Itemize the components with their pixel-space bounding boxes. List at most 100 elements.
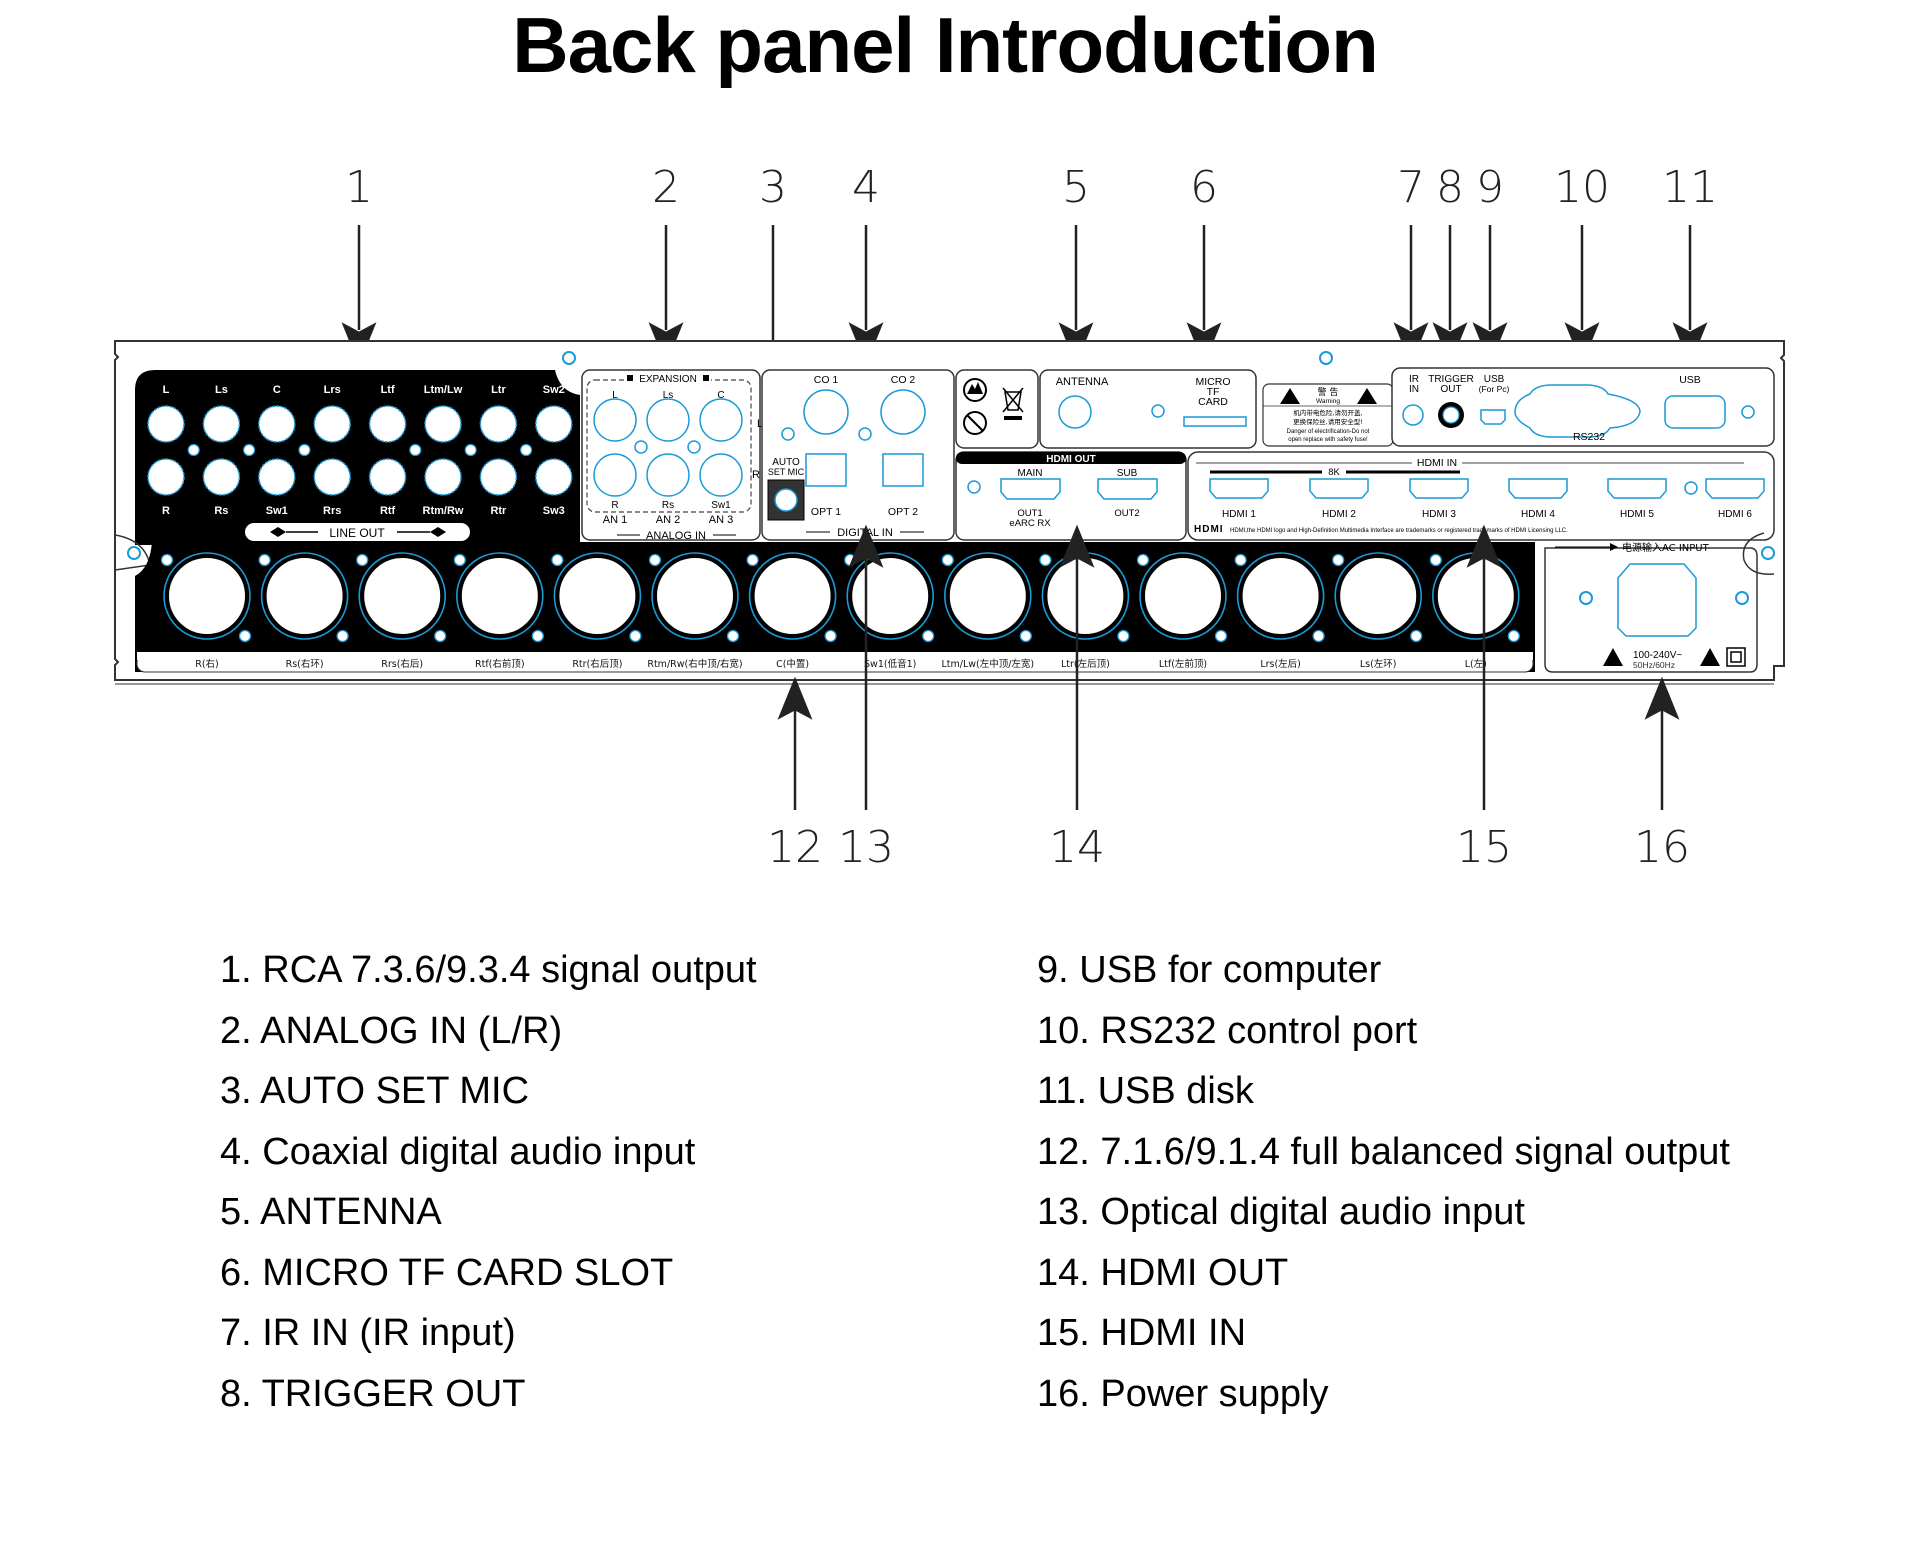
callout-number: 16 — [1634, 822, 1690, 873]
callout-number: 8 — [1436, 162, 1464, 213]
coax-2-label: CO 2 — [891, 374, 916, 386]
analog-input-label: AN 2 — [656, 514, 680, 526]
ir-in-jack — [1402, 404, 1424, 426]
hdmi-in-header: HDMI IN — [1417, 457, 1457, 469]
xlr-ring — [1236, 552, 1325, 640]
legend-item: 13. Optical digital audio input — [1037, 1191, 1525, 1233]
optical-1-label: OPT 1 — [811, 506, 841, 518]
expansion-label: EXPANSION — [639, 374, 697, 385]
tf-label-1: MICRO — [1196, 376, 1231, 388]
screw-hole — [243, 443, 256, 457]
coax-2-jack — [880, 389, 926, 435]
hdmi-in-port-label: HDMI 6 — [1718, 509, 1752, 520]
power-panel: 电源输入AC INPUT 100-240V~ 50Hz/60Hz — [1544, 532, 1775, 673]
hdmi-out-header: HDMI OUT — [1046, 454, 1095, 465]
rca-jack — [535, 405, 573, 443]
compliance-icons — [955, 369, 1039, 449]
xlr-jack — [264, 556, 345, 636]
rca-jack — [258, 458, 296, 496]
callout-arrow-16 — [1644, 676, 1680, 810]
callout-number: 3 — [759, 162, 787, 213]
xlr-jack — [947, 556, 1028, 636]
rca-bottom-label: Rrs — [323, 505, 341, 517]
optical-2-port — [882, 453, 924, 487]
legend-item: 15. HDMI IN — [1037, 1312, 1247, 1354]
ac-input-label: 电源输入AC INPUT — [1622, 541, 1710, 554]
legend-item: 11. USB disk — [1037, 1070, 1254, 1112]
xlr-ring — [455, 552, 544, 640]
frequency-label: 50Hz/60Hz — [1633, 660, 1675, 670]
hdmi-in-port-label: HDMI 2 — [1322, 509, 1356, 520]
legend-right: 9. USB for computer 10. RS232 control po… — [1037, 940, 1730, 1424]
callout-number: 5 — [1062, 162, 1090, 213]
callout-arrows-bottom — [777, 524, 1680, 810]
hdmi-in-port — [1209, 478, 1269, 499]
screw-hole — [464, 443, 477, 457]
xlr-label: R(右) — [195, 658, 219, 670]
hdmi-in-port — [1409, 478, 1469, 499]
antenna-jack — [1058, 395, 1092, 429]
weee-bin-icon — [1002, 387, 1024, 420]
rca-top-label: Lrs — [324, 384, 341, 396]
analog-bottom-label: Rs — [662, 500, 674, 511]
usb-pc-port — [1480, 409, 1506, 425]
coax-1-jack — [803, 389, 849, 435]
analog-in-label: ANALOG IN — [646, 530, 706, 542]
callout-number: 4 — [852, 162, 880, 213]
callout-number: 9 — [1476, 162, 1504, 213]
xlr-label: Ltr(左后顶) — [1061, 658, 1110, 670]
xlr-jack — [167, 556, 247, 636]
rca-labels: LRLsRsCSw1LrsRrsLtfRtfLtm/LwRtm/RwLtrRtr… — [162, 384, 565, 517]
xlr-jack — [362, 556, 443, 636]
control-ports-panel: IR IN TRIGGER OUT USB (For Pc) RS232 USB — [1391, 367, 1775, 447]
usb-disk-label: USB — [1679, 374, 1701, 386]
screw-hole — [519, 443, 533, 457]
xlr-jack — [1338, 556, 1419, 636]
analog-bottom-label: Sw1 — [711, 500, 731, 511]
caution-icon — [1603, 648, 1623, 666]
line-out-label: LINE OUT — [329, 526, 385, 540]
analog-side-l: L — [757, 418, 763, 430]
legend-item: 6. MICRO TF CARD SLOT — [220, 1251, 674, 1294]
xlr-jacks — [160, 552, 1520, 643]
hdmi-main-label: MAIN — [1018, 468, 1043, 479]
xlr-jack — [1045, 556, 1126, 636]
xlr-jack — [1240, 556, 1321, 636]
rs232-port — [1514, 384, 1641, 438]
xlr-jack — [459, 556, 540, 636]
rca-top-label: C — [273, 384, 281, 396]
warning-cn-2: 更换保险丝,请用安全型! — [1293, 417, 1363, 426]
analog-jack — [646, 453, 690, 497]
screw-hole — [298, 443, 311, 457]
rca-top-label: Ltf — [381, 384, 395, 396]
callout-arrow-15 — [1466, 524, 1502, 810]
hazard-voltage-icon — [1280, 388, 1300, 404]
legend-item: 2. ANALOG IN (L/R) — [220, 1009, 563, 1052]
analog-jack — [593, 453, 637, 497]
rca-top-label: Sw2 — [543, 384, 565, 396]
callout-number: 12 — [767, 822, 823, 873]
xlr-labels: R(右)Rs(右环)Rrs(右后)Rtf(右前顶)Rtr(右后顶)Rtm/Rw(… — [195, 658, 1487, 670]
callout-number: 11 — [1662, 162, 1718, 213]
screw-hole — [562, 351, 576, 365]
xlr-label: Ls(左环) — [1360, 658, 1397, 670]
hdmi-out1-label: OUT1 — [1017, 508, 1042, 519]
ir-in-label-1: IR — [1409, 374, 1419, 385]
rca-jack — [368, 405, 407, 443]
hazard-caution-icon — [1357, 388, 1377, 404]
tf-label-3: CARD — [1198, 396, 1228, 408]
rca-jack — [479, 458, 518, 496]
rca-jack — [313, 405, 351, 443]
hdmi-in-port — [1705, 478, 1765, 499]
analog-side-r: R — [752, 469, 760, 481]
warning-title-cn: 警 告 — [1318, 386, 1339, 398]
xlr-label: Sw1(低音1) — [864, 658, 916, 670]
tf-card-slot — [1183, 416, 1247, 427]
coax-1-label: CO 1 — [814, 374, 839, 386]
hdmi-logo: HDMI — [1194, 524, 1224, 535]
rca-jack — [535, 458, 573, 496]
hdmi-in-port-label: HDMI 5 — [1620, 509, 1654, 520]
trigger-label-1: TRIGGER — [1428, 374, 1474, 385]
xlr-jack — [752, 556, 833, 636]
xlr-label: Rtr(右后顶) — [572, 658, 622, 670]
